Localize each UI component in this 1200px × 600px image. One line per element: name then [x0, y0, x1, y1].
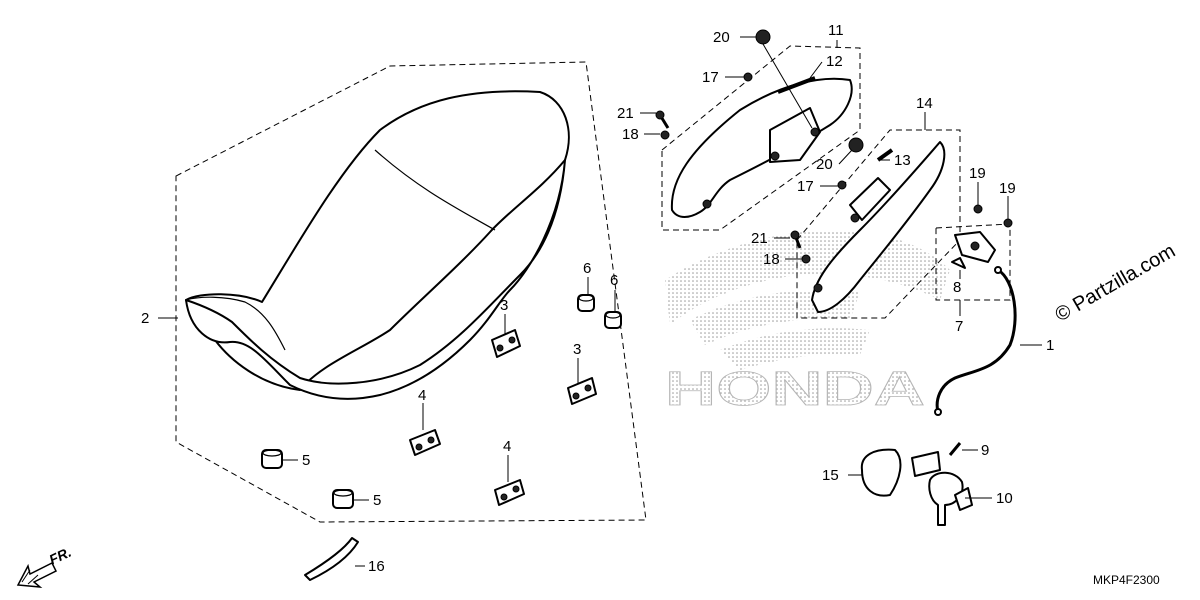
- callout-13: 13: [894, 152, 911, 169]
- grab-rail-right-pin: [876, 148, 894, 162]
- grab-rail-left-outline: [661, 45, 861, 231]
- callout-3-lower: 3: [573, 341, 581, 358]
- partzilla-watermark: © Partzilla.com: [1052, 240, 1180, 326]
- honda-logo-text: HONDA: [665, 363, 925, 416]
- seat: [185, 90, 570, 400]
- seat-bracket-lower: [567, 377, 597, 405]
- callout-19-left: 19: [969, 165, 986, 182]
- callout-16: 16: [368, 558, 385, 575]
- key-cylinder-pin: [948, 442, 962, 456]
- callout-15: 15: [822, 467, 839, 484]
- bracket-right: [494, 479, 525, 506]
- callout-1: 1: [1046, 337, 1054, 354]
- rubber-right: [604, 311, 622, 329]
- diagram-code: MKP4F2300: [1093, 573, 1160, 587]
- seat-bracket-upper: [491, 329, 521, 358]
- callout-21-lower: 21: [751, 230, 768, 247]
- bolt-20-lower: [848, 137, 864, 153]
- nut-18-lower: [801, 254, 811, 264]
- callout-6-right: 6: [610, 272, 618, 289]
- callout-11: 11: [828, 22, 844, 39]
- callout-18-upper: 18: [622, 126, 639, 143]
- cushion-lower: [332, 489, 354, 509]
- callout-12: 12: [826, 53, 843, 70]
- front-direction-marker: FR.: [16, 544, 74, 588]
- callout-4-right: 4: [503, 438, 511, 455]
- grab-rail-left: [670, 77, 853, 218]
- lock-cover: [860, 448, 902, 497]
- rubber-left: [577, 294, 595, 312]
- callout-18-lower: 18: [763, 251, 780, 268]
- bolt-19-right: [1003, 218, 1013, 228]
- callout-19-right: 19: [999, 180, 1016, 197]
- callout-4-left: 4: [418, 387, 426, 404]
- seat-strip: [304, 537, 359, 581]
- callout-10: 10: [996, 490, 1013, 507]
- key-cylinder: [911, 451, 973, 526]
- callout-14: 14: [916, 95, 933, 112]
- callout-5-lower: 5: [373, 492, 381, 509]
- callout-20-lower: 20: [816, 156, 833, 173]
- seat-lock-cable: [935, 268, 1017, 413]
- bolt-21-upper: [655, 110, 670, 129]
- callout-21-upper: 21: [617, 105, 634, 122]
- cushion-upper: [261, 449, 283, 469]
- callout-8: 8: [953, 279, 961, 296]
- leader-lines: [158, 36, 1042, 567]
- callouts: 1 2 3 3 4 4 5 5 6 6 7 8 9 10 11 12 13 14…: [141, 22, 1054, 575]
- bracket-left: [409, 429, 441, 456]
- front-marker-label: FR.: [47, 544, 74, 568]
- callout-2: 2: [141, 310, 149, 327]
- nut-18-upper: [660, 130, 670, 140]
- grab-rail-left-pin: [777, 76, 816, 94]
- callout-7: 7: [955, 318, 963, 335]
- callout-3-upper: 3: [500, 297, 508, 314]
- callout-17-lower: 17: [797, 178, 814, 195]
- callout-17-upper: 17: [702, 69, 719, 86]
- seat-lock-outline: [935, 223, 1011, 301]
- nut-17-lower: [837, 180, 847, 190]
- front-arrow-icon: [16, 561, 58, 588]
- callout-5-upper: 5: [302, 452, 310, 469]
- callout-9: 9: [981, 442, 989, 459]
- bolt-19-left: [973, 204, 983, 214]
- grab-rail-right: [811, 141, 946, 313]
- seat-group-outline: [175, 61, 647, 523]
- nut-17-upper: [743, 72, 753, 82]
- seat-lock: [951, 231, 996, 269]
- callout-20-upper: 20: [713, 29, 730, 46]
- bolt-21-lower: [790, 230, 802, 249]
- callout-6-left: 6: [583, 260, 591, 277]
